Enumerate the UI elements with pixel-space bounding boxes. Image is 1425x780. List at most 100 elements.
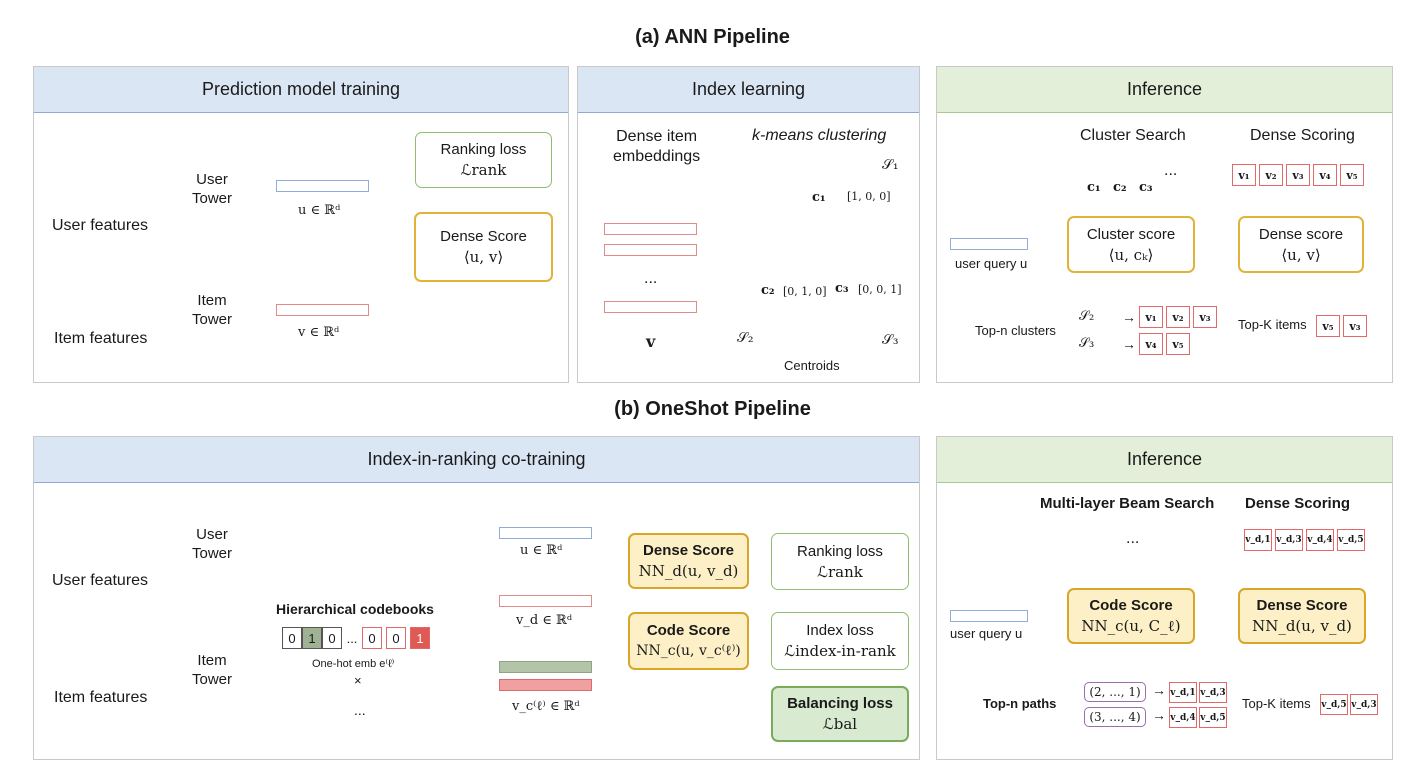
topk-item-v3: v₃ bbox=[1343, 315, 1367, 337]
item-embedding-bar bbox=[604, 301, 697, 313]
title-ann: (a) ANN Pipeline bbox=[635, 26, 790, 48]
s2-item-v3: v₃ bbox=[1193, 306, 1217, 328]
user-features-label: User features bbox=[52, 217, 149, 234]
arrow: → bbox=[1122, 336, 1136, 352]
path-2: (3, ..., 4) bbox=[1084, 707, 1146, 727]
ellipsis: ... bbox=[644, 270, 658, 287]
codebook-dots: ... bbox=[1126, 530, 1140, 547]
cluster-score-box: Cluster score⟨u, cₖ⟩ bbox=[1067, 216, 1195, 273]
times-symbol: × bbox=[354, 673, 362, 688]
codebook-c1-label: C₁ bbox=[316, 708, 333, 723]
s3-item-v5: v₅ bbox=[1166, 333, 1190, 355]
codebook-cylinder-c1 bbox=[1079, 518, 1111, 560]
path-1: (2, ..., 1) bbox=[1084, 682, 1146, 702]
codebook-cylinder-c1 bbox=[310, 689, 342, 731]
s2-item-v2: v₂ bbox=[1166, 306, 1190, 328]
panel-header: Prediction model training bbox=[34, 67, 568, 113]
item-features-label: Item features bbox=[54, 689, 148, 706]
path2-item-vd5: v_d,5 bbox=[1199, 707, 1227, 728]
arrow: → bbox=[1152, 682, 1166, 698]
centroid-c2: c₂ bbox=[761, 283, 775, 298]
item-v3: v₃ bbox=[1286, 164, 1310, 186]
c3-code: [0, 0, 1] bbox=[858, 283, 902, 296]
item-vd1: v_d,1 bbox=[1244, 529, 1272, 551]
codebook-cl-label: C_L bbox=[382, 708, 408, 723]
cluster-s2: 𝒮₂ bbox=[737, 330, 754, 346]
centroid-c1: c₁ bbox=[1087, 180, 1101, 195]
path2-item-vd4: v_d,4 bbox=[1169, 707, 1197, 728]
top-n-clusters-label: Top-n clusters bbox=[975, 323, 1056, 338]
item-embedding-bar bbox=[604, 244, 697, 256]
centroid-c2: c₂ bbox=[1113, 180, 1127, 195]
arrow: → bbox=[1122, 309, 1136, 325]
beam-search-label: Multi-layer Beam Search bbox=[1040, 495, 1215, 512]
dense-scoring-label: Dense Scoring bbox=[1250, 127, 1355, 144]
top-k-items-label: Top-K items bbox=[1242, 696, 1311, 711]
dense-score-box: Dense Score⟨u, v⟩ bbox=[414, 212, 553, 282]
vc-embedding-bar-green bbox=[499, 661, 592, 673]
vc-embedding-bar-red bbox=[499, 679, 592, 691]
item-features-label: Item features bbox=[54, 330, 148, 347]
s2-label: 𝒮₂ bbox=[1079, 309, 1095, 324]
item-vd5: v_d,5 bbox=[1337, 529, 1365, 551]
user-embedding-bar bbox=[499, 527, 592, 539]
top-n-paths-label: Top-n paths bbox=[983, 696, 1057, 711]
v-label: v ∈ ℝᵈ bbox=[298, 325, 340, 340]
item-embedding-bar bbox=[604, 223, 697, 235]
user-embedding-bar bbox=[276, 180, 369, 192]
c2-code: [0, 1, 0] bbox=[783, 285, 827, 298]
user-query-label: user query u bbox=[955, 256, 1028, 271]
v-label: v bbox=[646, 332, 656, 351]
item-embedding-bar bbox=[276, 304, 369, 316]
top-k-items-label: Top-K items bbox=[1238, 317, 1307, 332]
user-features-label: User features bbox=[52, 572, 149, 589]
panel-header: Inference bbox=[937, 437, 1392, 483]
item-v5: v₅ bbox=[1340, 164, 1364, 186]
s2-item-v1: v₁ bbox=[1139, 306, 1163, 328]
codebook-cl-label: C_L bbox=[1158, 538, 1184, 553]
arrow: → bbox=[1152, 707, 1166, 723]
s3-label: 𝒮₃ bbox=[1079, 336, 1095, 351]
centroid-c3: c₃ bbox=[835, 281, 849, 296]
s3-item-v4: v₄ bbox=[1139, 333, 1163, 355]
path1-item-vd1: v_d,1 bbox=[1169, 682, 1197, 703]
topk-item-v5: v₅ bbox=[1316, 315, 1340, 337]
ellipsis: ... bbox=[1164, 162, 1178, 179]
cluster-s3: 𝒮₃ bbox=[882, 332, 899, 348]
topk-item-vd5: v_d,5 bbox=[1320, 694, 1348, 715]
dense-scoring-label: Dense Scoring bbox=[1245, 495, 1351, 512]
topk-item-vd3: v_d,3 bbox=[1350, 694, 1378, 715]
c1-code: [1, 0, 0] bbox=[847, 190, 891, 203]
item-v4: v₄ bbox=[1313, 164, 1337, 186]
user-query-label: user query u bbox=[950, 626, 1023, 641]
path1-item-vd3: v_d,3 bbox=[1199, 682, 1227, 703]
onehot-vector: 0 1 0 ... 0 0 1 bbox=[282, 627, 430, 649]
item-vd4: v_d,4 bbox=[1306, 529, 1334, 551]
centroid-c1: c₁ bbox=[812, 190, 826, 205]
panel-header: Inference bbox=[937, 67, 1392, 113]
item-vd3: v_d,3 bbox=[1275, 529, 1303, 551]
vd-embedding-bar bbox=[499, 595, 592, 607]
vc-label: v_c⁽ℓ⁾ ∈ ℝᵈ bbox=[512, 699, 580, 714]
codebooks-title: Hierarchical codebooks bbox=[276, 601, 434, 617]
centroids-label: Centroids bbox=[784, 358, 840, 373]
codebook-dots: ... bbox=[354, 702, 366, 718]
dense-score-box: Dense score⟨u, v⟩ bbox=[1238, 216, 1364, 273]
u-label: u ∈ ℝᵈ bbox=[520, 543, 563, 558]
item-v1: v₁ bbox=[1232, 164, 1256, 186]
user-query-bar bbox=[950, 610, 1028, 622]
codebook-cylinder-cl bbox=[1153, 518, 1185, 560]
u-label: u ∈ ℝᵈ bbox=[298, 203, 341, 218]
cluster-search-label: Cluster Search bbox=[1080, 127, 1186, 144]
item-v2: v₂ bbox=[1259, 164, 1283, 186]
codebook-c1-label: C₁ bbox=[1085, 538, 1102, 553]
cluster-s1: 𝒮₁ bbox=[882, 157, 899, 173]
